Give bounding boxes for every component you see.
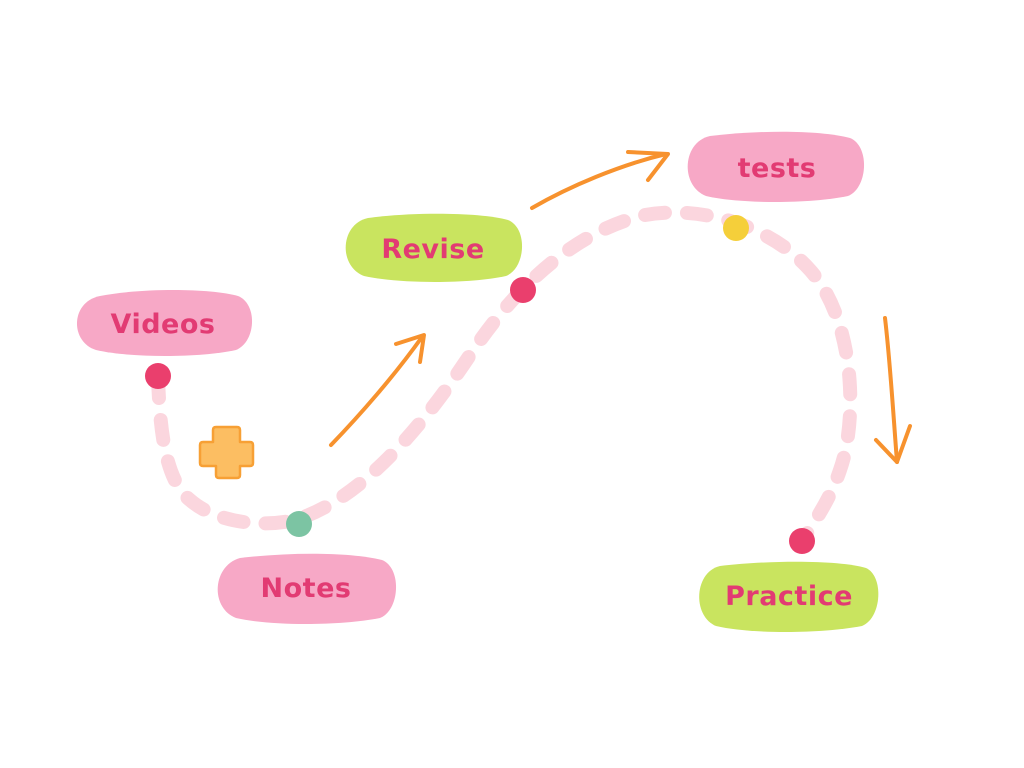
dashed-path bbox=[151, 205, 858, 547]
tests-label: tests bbox=[738, 153, 817, 184]
revise-label: Revise bbox=[381, 234, 484, 265]
practice-pill: Practice bbox=[699, 561, 879, 632]
videos-dot bbox=[145, 363, 171, 389]
notes-pill: Notes bbox=[217, 553, 397, 624]
notes-dot bbox=[286, 511, 312, 537]
arrow-icon bbox=[329, 333, 426, 447]
tests-dot bbox=[723, 215, 749, 241]
practice-label: Practice bbox=[725, 581, 853, 612]
videos-label: Videos bbox=[111, 309, 216, 340]
videos-pill: Videos bbox=[76, 290, 253, 356]
notes-label: Notes bbox=[261, 573, 352, 604]
practice-dot bbox=[789, 528, 815, 554]
arrow-icon bbox=[874, 316, 912, 464]
plus-icon bbox=[198, 425, 255, 480]
tests-pill: tests bbox=[687, 131, 865, 202]
revise-dot bbox=[510, 277, 536, 303]
revise-pill: Revise bbox=[345, 213, 523, 282]
arrow-icon bbox=[530, 150, 670, 210]
